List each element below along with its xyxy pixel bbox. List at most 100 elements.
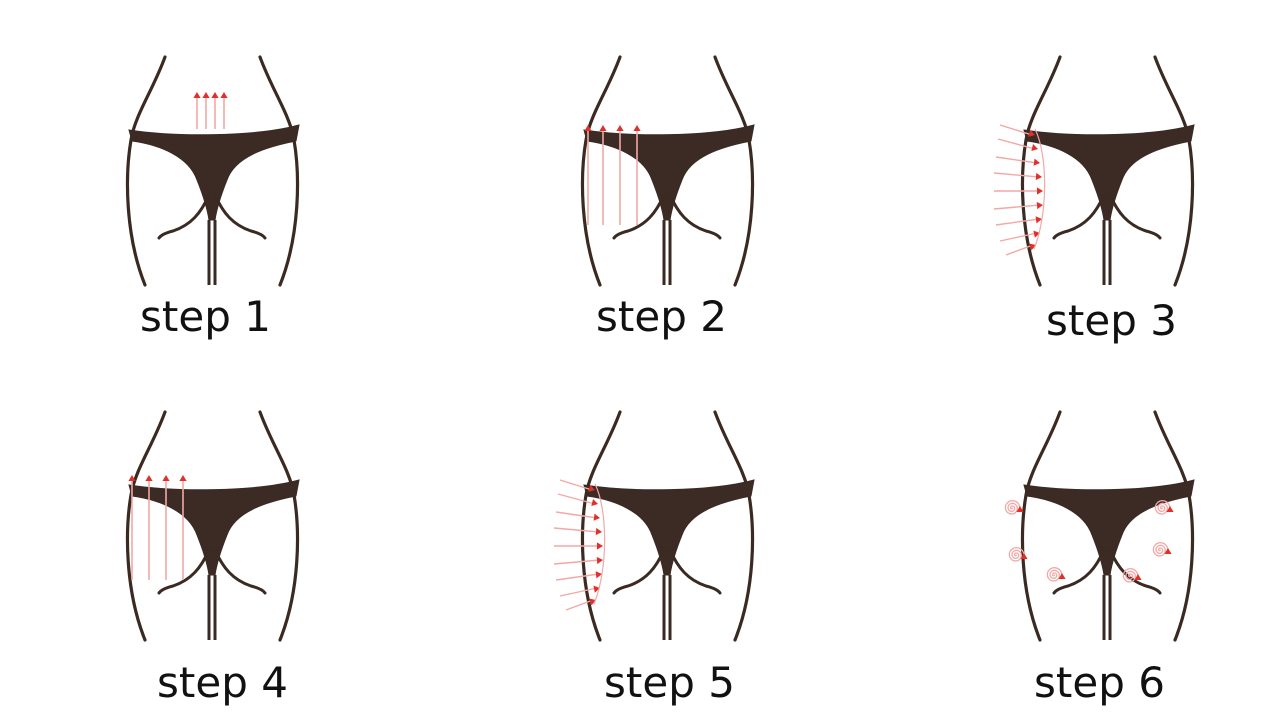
step-2-illustration	[580, 55, 755, 287]
step-panel-2	[550, 45, 810, 295]
garment-shape	[1023, 124, 1195, 221]
arrow-head	[584, 125, 592, 131]
arrow-head	[589, 598, 596, 606]
body-outline	[1020, 410, 1195, 642]
arrow-guide	[1033, 128, 1046, 250]
arrow-line	[557, 493, 596, 505]
arrow-head	[211, 92, 219, 98]
right-buttock-curve	[213, 548, 267, 595]
right-buttock-curve	[668, 548, 722, 595]
right-hip-contour	[713, 410, 755, 642]
step-panel-5	[550, 400, 810, 650]
spiral-icon	[1046, 567, 1066, 582]
left-hip-contour	[580, 410, 622, 642]
left-buttock-curve	[157, 193, 211, 240]
right-buttock-curve	[1108, 548, 1162, 595]
arrow-head	[593, 513, 600, 521]
right-hip-contour	[258, 410, 300, 642]
arrow-line	[993, 204, 1041, 210]
arrow-line	[565, 599, 594, 611]
arrow-head	[591, 499, 598, 507]
arrow-head	[202, 92, 210, 98]
spiral-icon	[1008, 547, 1028, 562]
arrow-head	[1035, 172, 1042, 181]
step-3-illustration	[993, 55, 1195, 287]
body-outline	[580, 55, 755, 287]
spiral-arrow-head	[1166, 506, 1174, 512]
spiral-arrow-head	[1020, 553, 1028, 559]
arrow-head	[633, 125, 641, 131]
arrow-head	[1035, 216, 1042, 224]
spiral-icon	[1152, 542, 1172, 557]
arrow-line	[993, 172, 1040, 178]
spiral-path	[1046, 567, 1063, 582]
garment-shape	[1023, 479, 1195, 576]
upward-arrows-icon	[193, 92, 228, 129]
arrow-line	[555, 511, 598, 519]
right-hip-contour	[1153, 55, 1195, 287]
left-hip-contour	[1020, 410, 1062, 642]
right-buttock-curve	[668, 193, 722, 240]
spiral-path	[1122, 568, 1139, 583]
arrow-head	[1037, 187, 1043, 195]
arrow-head	[1029, 243, 1036, 251]
right-hip-contour	[713, 55, 755, 287]
upward-arrows-icon	[128, 475, 187, 580]
arrow-line	[999, 124, 1033, 136]
spiral-path	[1152, 542, 1169, 557]
spiral-icon	[1154, 500, 1174, 515]
arrow-line	[995, 156, 1038, 164]
step-2-label: step 2	[596, 292, 727, 341]
right-hip-contour	[1153, 410, 1195, 642]
garment-shape	[128, 479, 300, 576]
spiral-icon	[1004, 500, 1024, 515]
body-outline	[125, 410, 300, 642]
step-3-label: step 3	[1046, 296, 1177, 345]
arrow-head	[616, 125, 624, 131]
step-4-illustration	[125, 410, 300, 642]
arrow-head	[595, 571, 602, 579]
step-panel-1	[95, 45, 355, 295]
left-buttock-curve	[1052, 193, 1106, 240]
left-buttock-curve	[612, 548, 666, 595]
garment-shape	[583, 479, 755, 576]
step-4-label: step 4	[157, 658, 288, 707]
step-1-label: step 1	[140, 292, 271, 341]
upward-arrows-icon	[584, 125, 641, 225]
body-outline	[580, 410, 755, 642]
inward-arrows-icon	[993, 124, 1046, 256]
step-panel-3	[990, 45, 1250, 295]
spiral-path	[1004, 500, 1021, 515]
arrow-head	[599, 125, 607, 131]
spiral-arrow-head	[1134, 574, 1142, 580]
left-hip-contour	[125, 410, 167, 642]
arrow-head	[596, 556, 603, 565]
spiral-arrow-head	[1058, 573, 1066, 579]
arrow-head	[145, 475, 153, 481]
garment-shape	[583, 124, 755, 221]
arrow-head	[1031, 144, 1038, 152]
arrow-head	[1033, 158, 1040, 166]
arrow-head	[588, 484, 595, 492]
inward-arrows-icon	[553, 479, 606, 611]
step-6-illustration	[1004, 410, 1195, 642]
arrow-line	[997, 138, 1036, 150]
arrow-head	[128, 475, 136, 481]
arrow-line	[553, 527, 600, 533]
left-buttock-curve	[1052, 548, 1106, 595]
arrow-head	[593, 585, 600, 593]
arrow-head	[597, 542, 603, 550]
step-1-illustration	[125, 55, 300, 287]
left-buttock-curve	[157, 548, 211, 595]
body-outline	[125, 55, 300, 287]
arrow-head	[220, 92, 228, 98]
step-panel-4	[95, 400, 355, 650]
arrow-line	[559, 587, 598, 597]
arrow-line	[1005, 244, 1034, 256]
spiral-path	[1008, 547, 1025, 562]
spiral-arrow-head	[1164, 548, 1172, 554]
right-hip-contour	[258, 55, 300, 287]
step-panel-6	[990, 400, 1250, 650]
step-5-illustration	[553, 410, 755, 642]
arrow-line	[555, 573, 600, 581]
